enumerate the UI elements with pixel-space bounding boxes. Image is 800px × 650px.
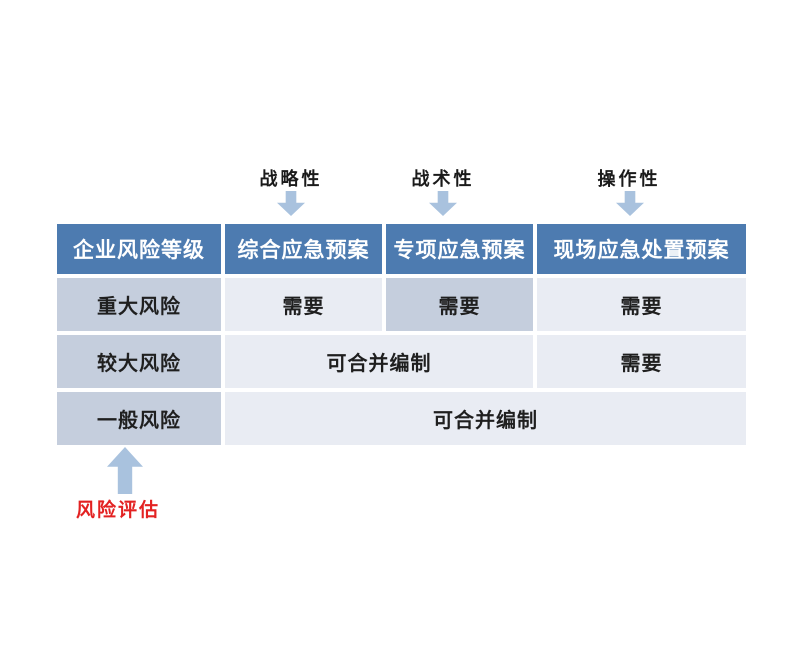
header-comprehensive-plan: 综合应急预案 [225,224,382,274]
label-operational: 操作性 [597,169,661,189]
down-arrow-icon [429,191,457,216]
row-level-relatively-major-risk: 较大风险 [57,335,221,388]
row-level-major-risk: 重大风险 [57,278,221,331]
label-strategic: 战略性 [259,169,323,189]
header-special-plan: 专项应急预案 [386,224,533,274]
up-arrow-icon [107,447,143,494]
table-cell: 需要 [537,278,746,331]
table-cell: 需要 [386,278,533,331]
row-level-general-risk: 一般风险 [57,392,221,445]
header-risk-level: 企业风险等级 [57,224,221,274]
risk-plan-table: 企业风险等级 综合应急预案 专项应急预案 现场应急处置预案 重大风险 需要 需要… [57,224,746,445]
down-arrow-icon [277,191,305,216]
down-arrow-icon [616,191,644,216]
risk-assessment-label: 风险评估 [76,500,161,521]
label-tactical: 战术性 [411,169,475,189]
table-cell-merged: 可合并编制 [225,392,746,445]
table-cell: 需要 [225,278,382,331]
table-cell: 需要 [537,335,746,388]
header-onsite-plan: 现场应急处置预案 [537,224,746,274]
table-cell-merged: 可合并编制 [225,335,533,388]
